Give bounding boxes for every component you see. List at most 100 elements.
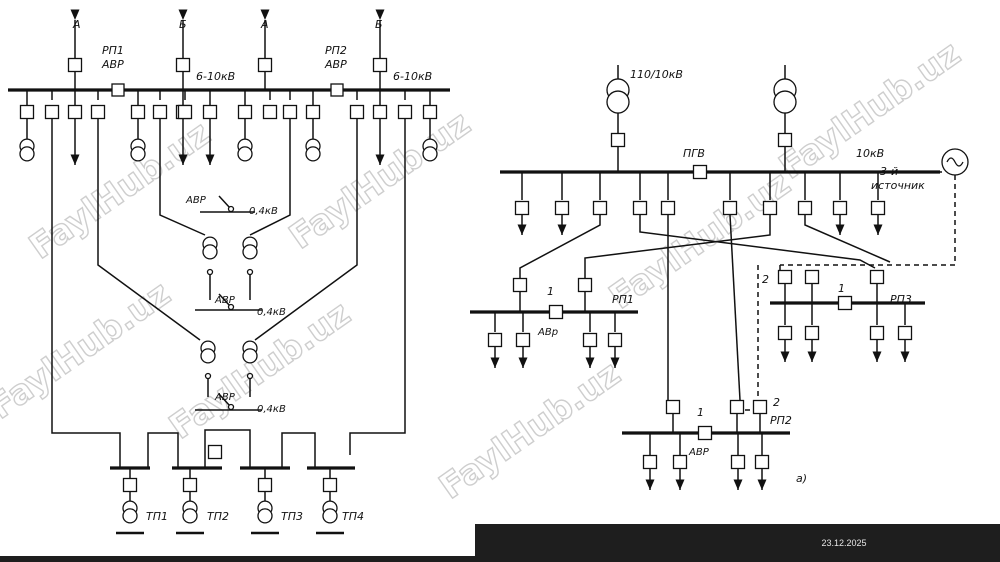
pgv-label: ПГВ — [683, 147, 705, 160]
breaker — [90, 104, 106, 120]
source-label-a1: А — [72, 18, 81, 31]
breaker — [202, 104, 218, 120]
transformer-winding — [305, 146, 321, 162]
breaker — [207, 444, 223, 460]
breaker — [19, 104, 35, 120]
rp2-avr-label: АВР — [324, 58, 347, 71]
breaker — [257, 477, 273, 493]
wire — [584, 215, 771, 278]
breaker — [869, 269, 885, 285]
wire — [519, 215, 601, 278]
breaker — [182, 477, 198, 493]
switch-blade — [218, 293, 231, 307]
transformer-label: 110/10кВ — [630, 68, 683, 81]
right-diagram-labels: 110/10кВ ПГВ 10кВ 3-й источник 1 РП1 АВр… — [537, 68, 925, 485]
rp3-section-right-label: 1 — [838, 282, 845, 295]
source-label-a2: А — [260, 18, 269, 31]
wire — [147, 432, 179, 468]
voltage-label-1: 0,4кВ — [249, 206, 278, 217]
terminal — [246, 268, 254, 276]
wire — [804, 215, 891, 263]
switch-contact — [227, 303, 235, 311]
transformer-symbol — [305, 138, 321, 162]
transformer-winding — [19, 146, 35, 162]
breaker — [610, 132, 626, 148]
bus-voltage-label-1: 6-10кВ — [196, 70, 235, 83]
breaker — [722, 200, 738, 216]
breaker — [515, 332, 531, 348]
breaker — [797, 200, 813, 216]
wire — [254, 118, 358, 341]
transformer-symbol — [122, 500, 138, 524]
wire — [204, 429, 251, 468]
wire — [97, 118, 201, 341]
breaker — [257, 57, 273, 73]
figure-label: а) — [796, 472, 807, 485]
transformer-winding — [773, 90, 797, 114]
breaker — [754, 454, 770, 470]
breaker — [372, 104, 388, 120]
bus-voltage-label-2: 6-10кВ — [393, 70, 432, 83]
breaker — [672, 454, 688, 470]
third-source-label-2: источник — [871, 179, 925, 192]
transformer-winding — [122, 508, 138, 524]
substation-label-1: ТП1 — [146, 510, 168, 523]
breaker — [67, 104, 83, 120]
breaker — [67, 57, 83, 73]
watermark-layer: FaylHub.uzFaylHub.uzFaylHub.uzFaylHub.uz… — [0, 33, 969, 508]
breaker — [514, 200, 530, 216]
wire — [349, 118, 406, 455]
wire — [639, 215, 876, 269]
breaker — [870, 200, 886, 216]
breaker — [607, 332, 623, 348]
transformer-winding — [606, 90, 630, 114]
substation-label-3: ТП3 — [281, 510, 303, 523]
right-rp2-avr-label: АВР — [688, 447, 710, 458]
terminal — [246, 372, 254, 380]
breaker — [592, 200, 608, 216]
substation-label-4: ТП4 — [342, 510, 364, 523]
transformer-winding — [422, 146, 438, 162]
footer-bar — [475, 524, 1000, 562]
breaker — [152, 104, 168, 120]
transformer-symbol — [422, 138, 438, 162]
wire — [159, 118, 206, 236]
switch-contact — [227, 403, 235, 411]
transformer-symbol — [242, 340, 258, 364]
breaker — [237, 104, 253, 120]
breaker — [262, 104, 278, 120]
transformer-winding — [130, 146, 146, 162]
watermark-text: FaylHub.uz — [432, 354, 628, 508]
footer-date: 23.12.2025 — [821, 538, 867, 548]
transformer-symbol — [322, 500, 338, 524]
transformer-symbol — [606, 78, 630, 114]
breaker — [330, 83, 344, 97]
breaker — [582, 332, 598, 348]
breaker — [837, 295, 853, 311]
substation-label-2: ТП2 — [207, 510, 229, 523]
breaker — [665, 399, 681, 415]
right-rp1-avr-label: АВр — [537, 327, 558, 338]
wire — [281, 432, 316, 468]
transformer-winding — [237, 146, 253, 162]
breaker — [397, 104, 413, 120]
transformer-winding — [202, 244, 218, 260]
breaker — [692, 164, 708, 180]
switch-blade — [218, 393, 231, 407]
breaker — [777, 325, 793, 341]
breaker — [548, 304, 564, 320]
footer-bar-left — [0, 556, 475, 562]
watermark-text: FaylHub.uz — [772, 34, 968, 188]
rp3-section-left-label: 2 — [762, 273, 769, 286]
breaker — [111, 83, 125, 97]
breaker — [897, 325, 913, 341]
transformer-symbol — [200, 340, 216, 364]
source-label-b2: Б — [375, 18, 383, 31]
breaker — [777, 132, 793, 148]
breaker — [804, 269, 820, 285]
breaker — [512, 277, 528, 293]
wire — [780, 175, 956, 266]
breaker — [697, 425, 713, 441]
